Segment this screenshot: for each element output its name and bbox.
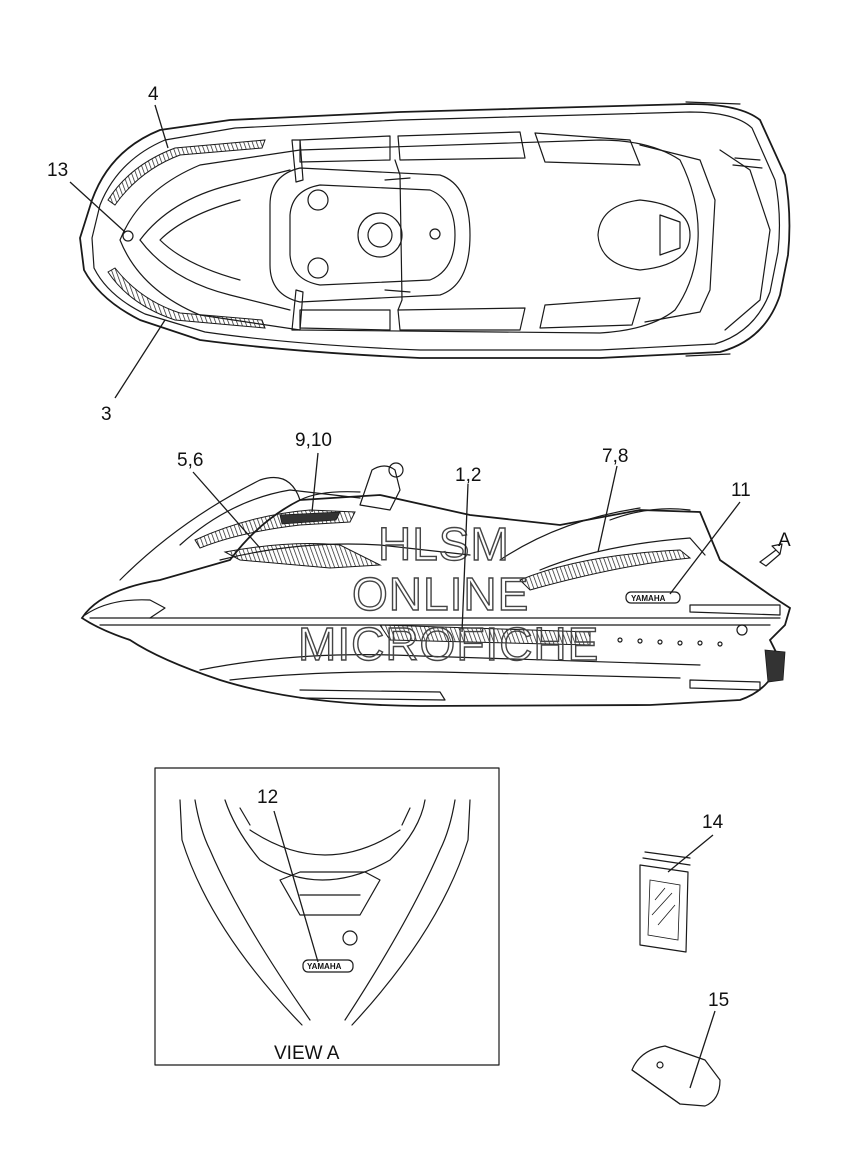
callout-9-10: 9,10 [295, 430, 332, 451]
part-15-pouch [631, 1045, 721, 1107]
watermark-line3: MICROFICHE [298, 618, 599, 670]
part-14-card [639, 851, 691, 953]
callout-14: 14 [702, 812, 724, 833]
callout-3: 3 [101, 404, 112, 425]
callout-A: A [778, 530, 791, 551]
watermark-line1: HLSM [378, 518, 510, 570]
callout-1-2: 1,2 [455, 465, 481, 486]
view-a-label: VIEW A [274, 1043, 340, 1064]
leader-lines [69, 104, 741, 1089]
callout-7-8: 7,8 [602, 446, 628, 467]
callout-13: 13 [47, 160, 68, 181]
rail-rivets [617, 637, 723, 647]
view-a-panel: YAMAHA VIEW A [154, 767, 500, 1066]
watermark: HLSM ONLINE MICROFICHE [297, 517, 599, 670]
top-view-watercraft [79, 101, 791, 359]
side-badge-text: YAMAHA [631, 594, 666, 603]
side-view-watercraft: YAMAHA [80, 462, 792, 707]
view-a-badge-text: YAMAHA [307, 962, 342, 971]
callout-4: 4 [148, 84, 159, 105]
watermark-line2: ONLINE [352, 568, 529, 620]
callouts: 4 13 3 9,10 5,6 1,2 7,8 11 A 12 14 15 [47, 84, 791, 1011]
callout-15: 15 [708, 990, 729, 1011]
callout-11: 11 [731, 480, 751, 501]
callout-5-6: 5,6 [177, 450, 203, 471]
view-a-arrow [759, 543, 783, 567]
callout-12: 12 [257, 787, 278, 808]
